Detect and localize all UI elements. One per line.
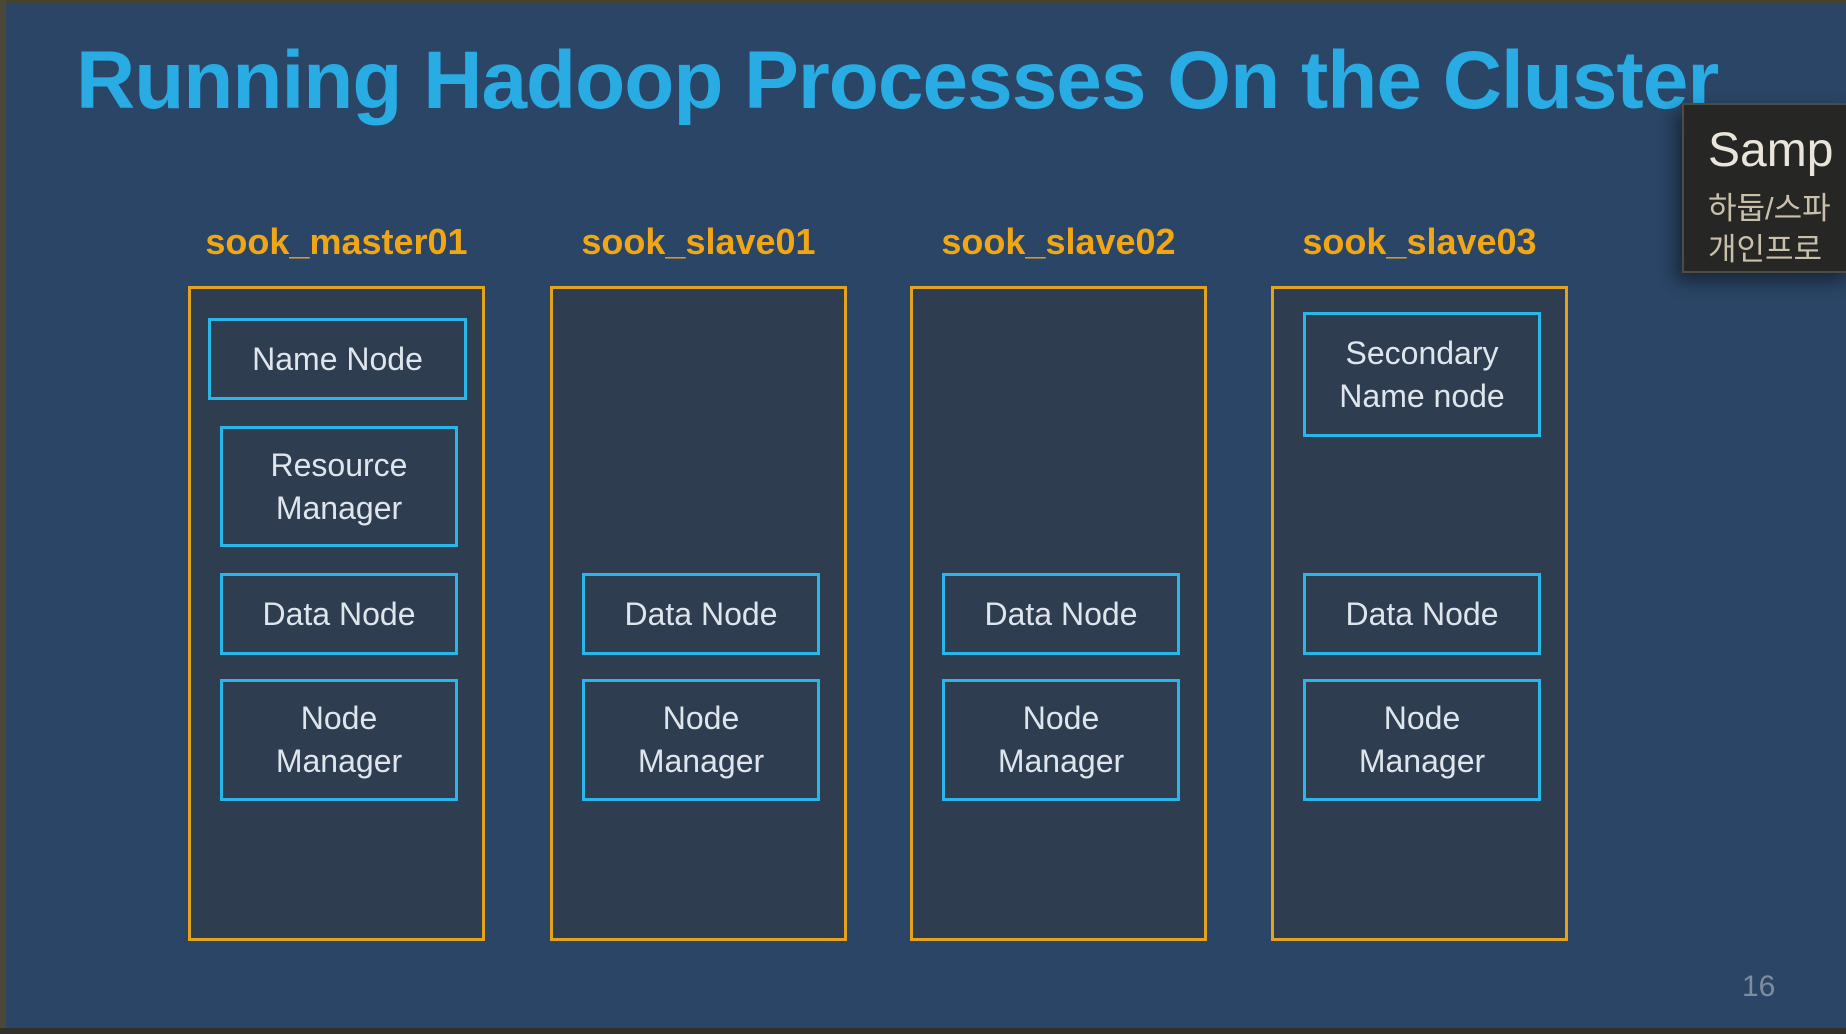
host-name-label: sook_master01: [205, 221, 468, 262]
left-edge-strip: [0, 0, 6, 1034]
process-node-box: Node Manager: [220, 679, 458, 801]
process-node-box: Node Manager: [1303, 679, 1541, 801]
process-node-box: Name Node: [208, 318, 467, 400]
process-node-box: Secondary Name node: [1303, 312, 1541, 437]
process-node-box: Resource Manager: [220, 426, 458, 547]
process-node-box: Node Manager: [942, 679, 1180, 801]
sample-watermark: Samp 하둡/스파 개인프로: [1682, 103, 1846, 273]
watermark-line-1: 하둡/스파: [1708, 191, 1831, 226]
page-number: 16: [1742, 970, 1776, 1003]
watermark-line-2: 개인프로: [1708, 232, 1823, 267]
process-node-box: Data Node: [582, 573, 820, 655]
top-edge-strip: [0, 0, 1846, 4]
process-node-box: Data Node: [220, 573, 458, 655]
process-node-box: Data Node: [1303, 573, 1541, 655]
slide-title: Running Hadoop Processes On the Cluster: [76, 35, 1719, 126]
host-name-label: sook_slave03: [1302, 221, 1537, 262]
host-name-label: sook_slave02: [941, 221, 1176, 262]
watermark-title: Samp: [1708, 124, 1834, 177]
process-node-box: Data Node: [942, 573, 1180, 655]
bottom-edge-strip: [0, 1028, 1846, 1034]
process-node-box: Node Manager: [582, 679, 820, 801]
host-name-label: sook_slave01: [581, 221, 816, 262]
